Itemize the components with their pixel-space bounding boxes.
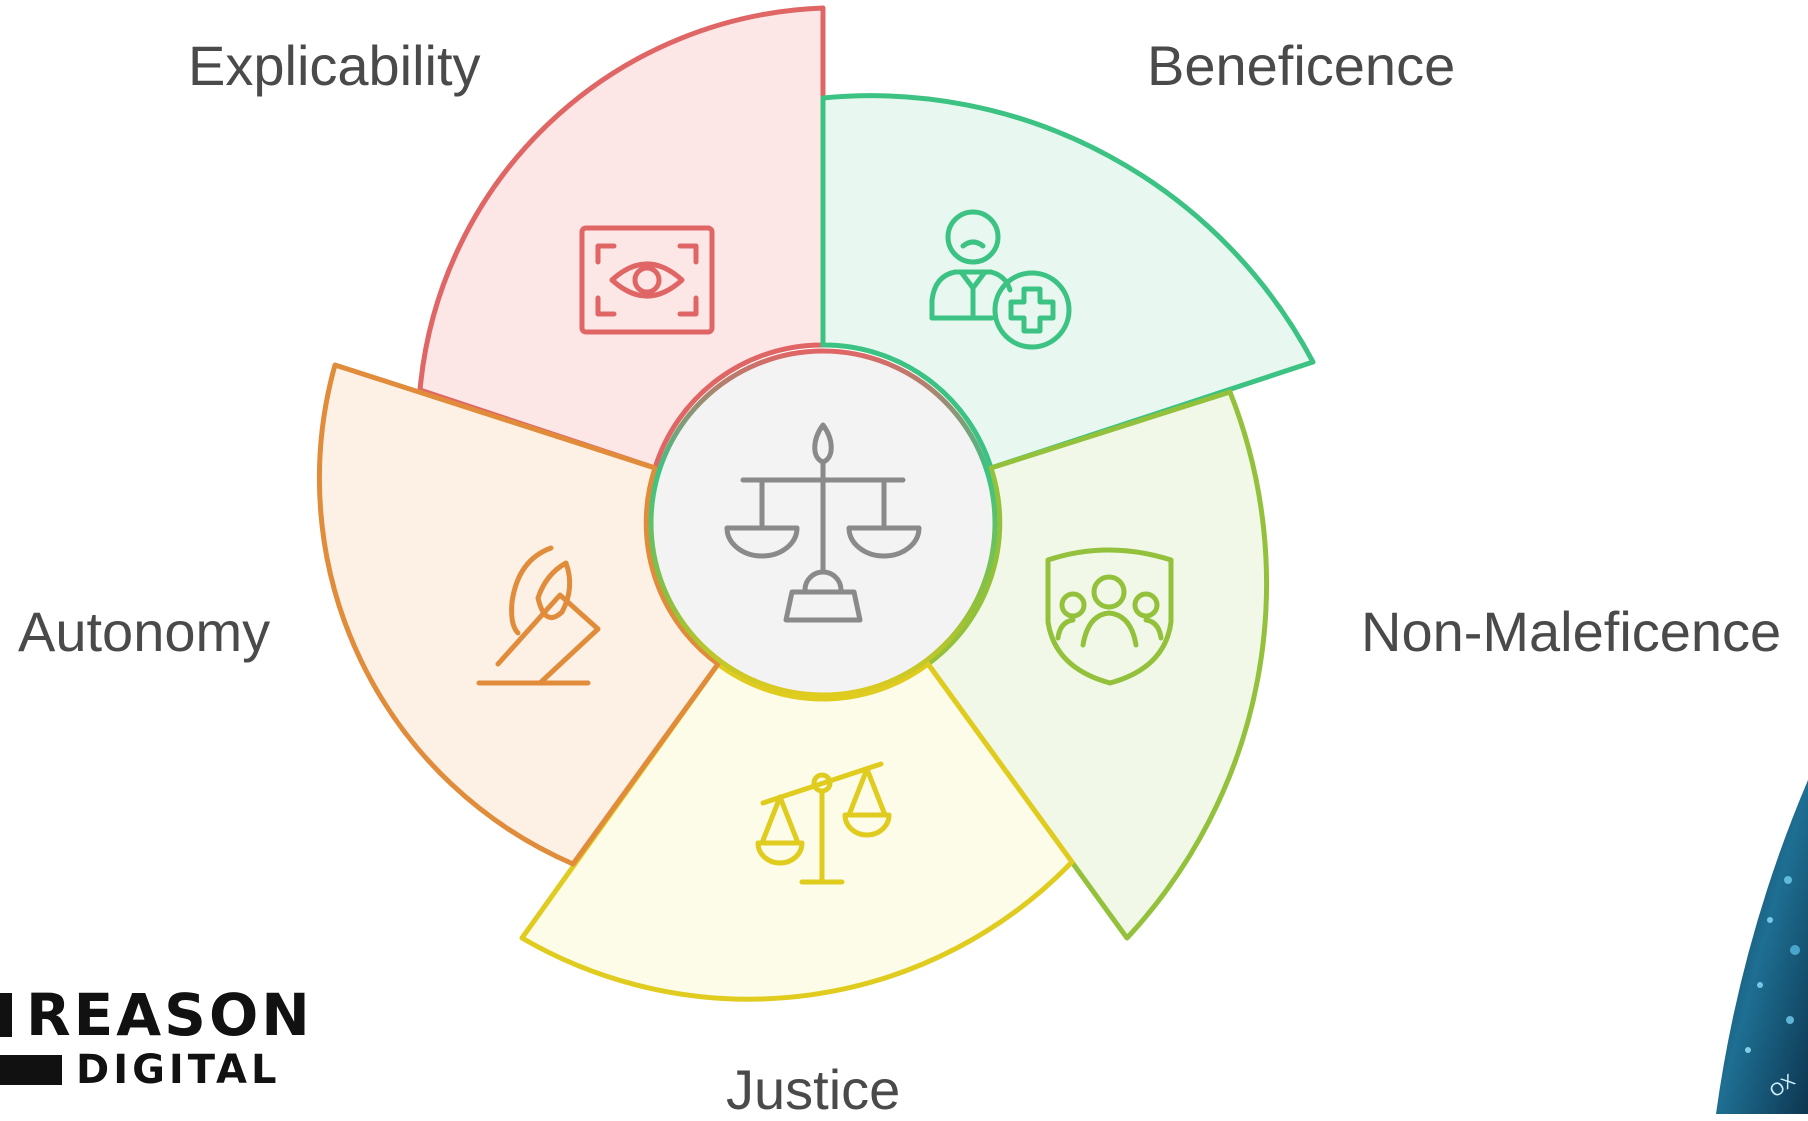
eye-frame-icon <box>579 225 715 335</box>
label-autonomy: Autonomy <box>18 600 271 663</box>
corner-photo: OX <box>1716 780 1808 1114</box>
logo-bar-bottom <box>0 1055 62 1085</box>
logo-word-digital: DIGITAL <box>76 1047 281 1093</box>
ballot-vote-icon <box>476 545 601 686</box>
label-explicability: Explicability <box>188 34 481 97</box>
logo-bar-top <box>0 993 12 1037</box>
label-non-maleficence: Non-Maleficence <box>1361 600 1782 663</box>
label-beneficence: Beneficence <box>1147 34 1456 97</box>
segment-non-maleficence <box>925 389 1270 941</box>
label-justice: Justice <box>726 1058 901 1121</box>
segment-explicability <box>417 5 826 471</box>
segment-beneficence <box>820 93 1316 471</box>
scales-icon <box>755 761 892 885</box>
logo-word-reason: REASON <box>26 981 313 1049</box>
segment-autonomy <box>316 362 721 867</box>
balance-scale-icon <box>724 422 922 623</box>
person-plus-icon <box>929 209 1072 350</box>
shield-group-icon <box>1045 547 1174 686</box>
reason-digital-logo: REASON DIGITAL <box>0 981 350 1100</box>
